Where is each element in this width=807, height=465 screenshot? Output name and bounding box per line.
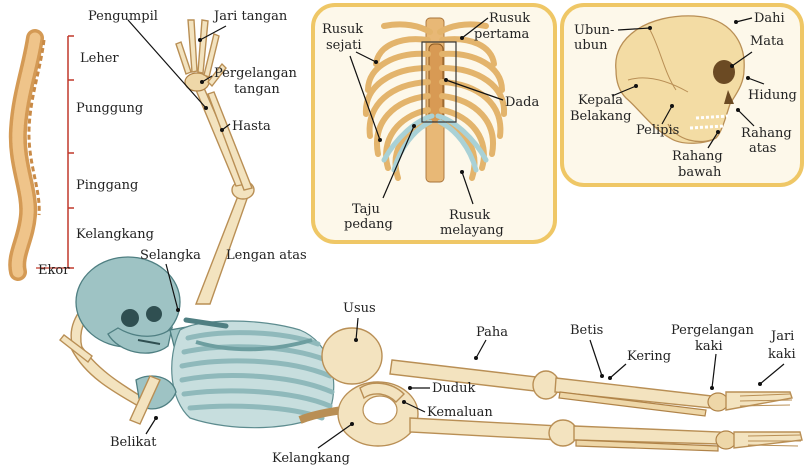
label-kepala-belakang-2: Belakang — [570, 109, 631, 124]
label-rusuk-melayang-1: Rusuk — [449, 208, 490, 223]
label-pergelangan-kaki-2: kaki — [695, 339, 723, 354]
label-pergelangan-kaki-1: Pergelangan — [671, 323, 754, 338]
label-ubun-ubun-2: ubun — [574, 38, 608, 53]
label-selangka: Selangka — [140, 248, 201, 263]
label-rahang-atas-2: atas — [749, 141, 776, 156]
label-kemaluan: Kemaluan — [427, 405, 493, 420]
label-betis: Betis — [570, 323, 603, 338]
label-hidung: Hidung — [748, 88, 797, 103]
label-jari-kaki-1: Jari — [769, 329, 794, 344]
label-usus: Usus — [343, 301, 376, 316]
label-mata: Mata — [750, 34, 784, 49]
label-rahang-bawah-2: bawah — [678, 165, 722, 180]
label-rahang-atas-1: Rahang — [741, 126, 792, 141]
label-rahang-bawah-1: Rahang — [672, 149, 723, 164]
label-rusuk-pertama-1: Rusuk — [489, 11, 530, 26]
label-dada: Dada — [505, 95, 539, 110]
label-kepala-belakang-1: Kepala — [578, 93, 623, 108]
label-rusuk-sejati-1: Rusuk — [322, 22, 363, 37]
label-taju-pedang-2: pedang — [344, 217, 393, 232]
label-rusuk-sejati-2: sejati — [326, 38, 362, 53]
pelvis — [322, 328, 418, 446]
label-belikat: Belikat — [110, 435, 157, 450]
label-rusuk-melayang-2: melayang — [440, 223, 504, 238]
label-punggung: Punggung — [76, 101, 143, 116]
label-pelipis: Pelipis — [636, 123, 679, 138]
label-rusuk-pertama-2: pertama — [474, 27, 530, 42]
label-leher: Leher — [80, 51, 119, 66]
label-dahi: Dahi — [754, 11, 785, 26]
label-lengan-atas: Lengan atas — [226, 248, 307, 263]
label-paha: Paha — [476, 325, 508, 340]
label-taju-pedang-1: Taju — [352, 202, 380, 217]
label-jari-tangan: Jari tangan — [212, 9, 288, 24]
label-ubun-ubun-1: Ubun- — [574, 23, 614, 38]
label-duduk: Duduk — [432, 381, 475, 396]
label-jari-kaki-2: kaki — [768, 347, 796, 362]
spine-region-bracket — [36, 36, 74, 268]
label-ekor: Ekor — [38, 263, 70, 278]
label-pinggang: Pinggang — [76, 178, 138, 193]
skull — [76, 257, 180, 353]
spine-illustration — [17, 38, 44, 272]
label-pergelangan-tangan-1: Pergelangan — [214, 66, 297, 81]
label-kelangkang-spine: Kelangkang — [76, 227, 154, 242]
label-kering: Kering — [627, 349, 671, 364]
label-pergelangan-tangan-2: tangan — [234, 82, 280, 97]
label-hasta: Hasta — [232, 119, 271, 134]
label-kelangkang-pelvis: Kelangkang — [272, 451, 350, 465]
label-pengumpil: Pengumpil — [88, 9, 158, 24]
